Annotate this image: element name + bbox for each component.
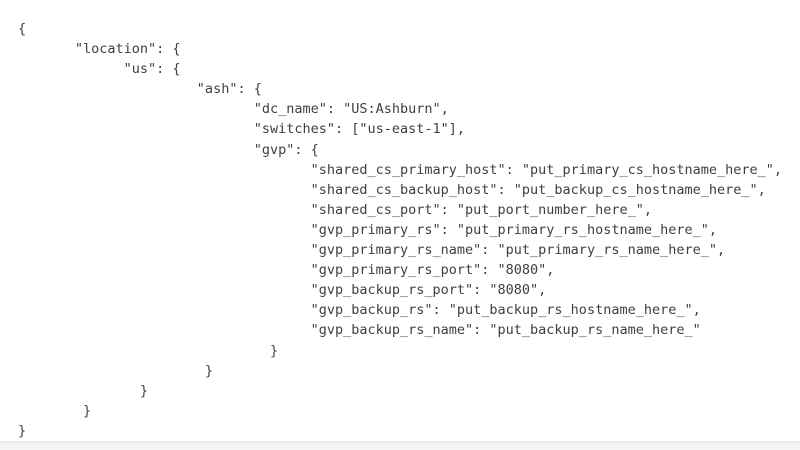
page-background-strip <box>0 443 800 448</box>
